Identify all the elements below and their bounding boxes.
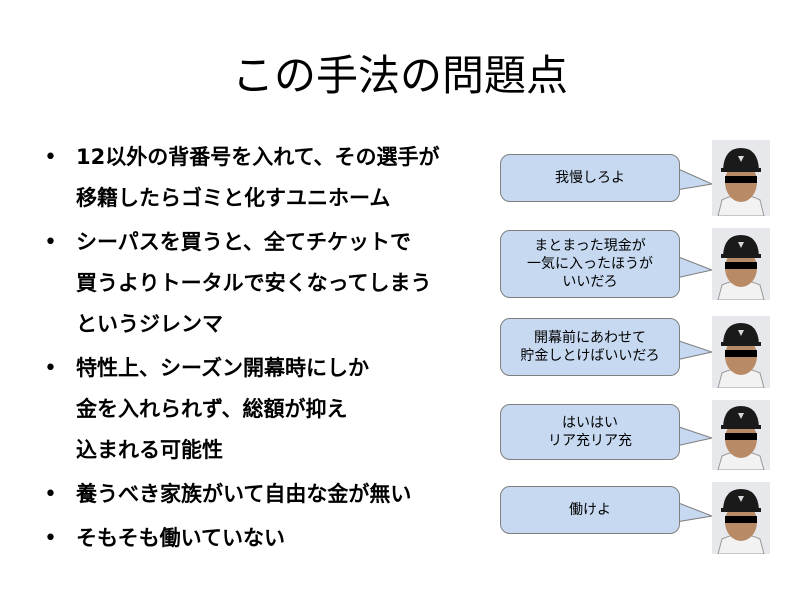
bullet-dot-icon: • (44, 526, 57, 551)
bubble-text: リア充リア充 (548, 433, 632, 449)
bullet-line: そもそも働いていない (76, 526, 285, 550)
reply-row: はいはい リア充リア充 (500, 398, 770, 472)
bullet-line: 買うよりトータルで安くなってしまう (76, 271, 432, 295)
baseball-player-avatar-icon (712, 400, 770, 470)
bullet-line: 金を入れられず、総額が抑え (76, 397, 348, 421)
bullet-line: 移籍したらゴミと化すユニホーム (76, 186, 391, 210)
baseball-player-avatar-icon (712, 482, 770, 554)
slide-title: この手法の問題点 (231, 51, 568, 100)
speech-bubble: はいはい リア充リア充 (500, 404, 680, 460)
baseball-player-avatar-icon (712, 228, 770, 300)
reply-row: まとまった現金が 一気に入ったほうが いいだろ (500, 224, 770, 304)
speech-bubble: まとまった現金が 一気に入ったほうが いいだろ (500, 230, 680, 298)
bullet-line: シーパスを買うと、全てチケットで (76, 230, 411, 254)
bubble-text: いいだろ (562, 274, 618, 290)
bullet-line: 込まれる可能性 (76, 438, 223, 462)
bubble-text: 我慢しろよ (555, 170, 625, 186)
bullet-item: • 養うべき家族がいて自由な金が無い (40, 474, 500, 515)
bullet-list: • 12以外の背番号を入れて、その選手が 移籍したらゴミと化すユニホーム • シ… (40, 137, 500, 562)
speech-bubble: 働けよ (500, 486, 680, 534)
baseball-player-avatar-icon (712, 316, 770, 388)
reply-row: 開幕前にあわせて 貯金しとけばいいだろ (500, 312, 770, 390)
bubble-text: はいはい (562, 415, 618, 431)
speech-bubble: 我慢しろよ (500, 154, 680, 202)
bubble-text: まとまった現金が (534, 238, 646, 254)
bullet-dot-icon: • (44, 145, 57, 170)
bullet-item: • 12以外の背番号を入れて、その選手が 移籍したらゴミと化すユニホーム (40, 137, 500, 219)
bullet-dot-icon: • (44, 230, 57, 255)
bullet-item: • そもそも働いていない (40, 518, 500, 559)
bubble-text: 一気に入ったほうが (527, 256, 653, 272)
bubble-text: 働けよ (569, 502, 611, 518)
bullet-line: というジレンマ (76, 312, 223, 336)
bullet-line: 養うべき家族がいて自由な金が無い (76, 482, 412, 506)
reply-row: 我慢しろよ (500, 140, 770, 216)
bullet-dot-icon: • (44, 356, 57, 381)
bullet-line: 12以外の背番号を入れて、その選手が (76, 145, 440, 169)
speech-bubble: 開幕前にあわせて 貯金しとけばいいだろ (500, 318, 680, 376)
bullet-item: • シーパスを買うと、全てチケットで 買うよりトータルで安くなってしまう という… (40, 222, 500, 345)
bullet-dot-icon: • (44, 482, 57, 507)
bubble-text: 貯金しとけばいいだろ (520, 348, 660, 364)
reply-row: 働けよ (500, 480, 770, 556)
bubble-text: 開幕前にあわせて (534, 330, 646, 346)
bullet-item: • 特性上、シーズン開幕時にしか 金を入れられず、総額が抑え 込まれる可能性 (40, 348, 500, 471)
baseball-player-avatar-icon (712, 140, 770, 216)
bullet-line: 特性上、シーズン開幕時にしか (76, 356, 369, 380)
